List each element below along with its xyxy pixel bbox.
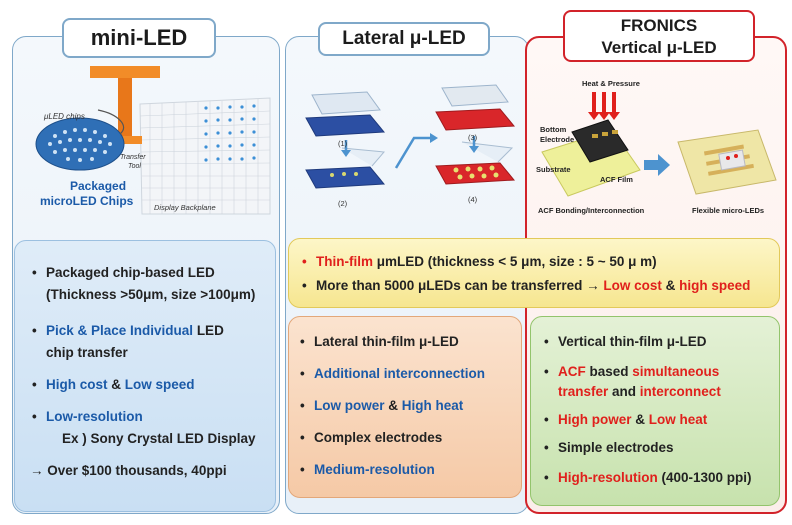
vertical-bullet-2: •ACF based simultaneous [544, 364, 720, 379]
acf-bonding-illustration [541, 92, 641, 197]
acf-bonding-caption: ACF Bonding/Interconnection [538, 206, 645, 215]
lateral-step-3 [435, 84, 516, 131]
arrow-to-flexible [644, 154, 670, 176]
mini-bullet-5: → Over $100 thousands, 40ppi [30, 463, 227, 478]
mini-bullet-1-sub: (Thickness >50μm, size >100μm) [46, 287, 256, 302]
vertical-features-box [530, 316, 780, 506]
lateral-step-2 [305, 147, 386, 189]
mini-bullet-2-sub: chip transfer [46, 345, 128, 360]
mini-bullet-2: •Pick & Place Individual LED [32, 323, 224, 338]
mini-led-features-box [14, 240, 276, 512]
acf-film-label: ACF Film [600, 175, 633, 184]
mini-led-figure: μLED chips Transfer Tool Packaged microL… [35, 66, 271, 215]
lateral-bullet-1: •Lateral thin-film μ-LED [300, 334, 459, 349]
vertical-bullet-1: •Vertical thin-film μ-LED [544, 334, 707, 349]
step-label-4: (4) [468, 195, 478, 204]
flexible-caption: Flexible micro-LEDs [692, 206, 764, 215]
lateral-led-title: Lateral μ-LED [318, 22, 490, 56]
vertical-led-title: FRONICS Vertical μ-LED [563, 10, 755, 62]
mini-bullet-3: •High cost & Low speed [32, 377, 195, 392]
step-label-2: (2) [338, 199, 348, 208]
tool-label-2: Tool [128, 163, 141, 170]
lateral-features-box [288, 316, 522, 498]
heat-label: Heat & Pressure [582, 79, 640, 88]
substrate-label: Substrate [536, 165, 571, 174]
lateral-step-4 [435, 141, 516, 185]
lateral-led-figure: (1) (2) (3) (4) [305, 84, 516, 208]
chips-label: μLED chips [43, 112, 85, 121]
lateral-bullet-3: •Low power & High heat [300, 398, 464, 413]
shared-line-2: •More than 5000 μLEDs can be transferred… [302, 278, 751, 293]
mini-bullet-4: •Low-resolution [32, 409, 143, 424]
backplane-label: Display Backplane [154, 203, 216, 212]
mini-led-title: mini-LED [62, 18, 216, 58]
bottom-electrode-label-1: Bottom [540, 125, 567, 134]
vertical-led-title-line2: Vertical μ-LED [601, 38, 717, 57]
lateral-step-1 [305, 91, 386, 137]
lateral-bullet-4: •Complex electrodes [300, 430, 443, 445]
vertical-bullet-5: •High-resolution (400-1300 ppi) [544, 470, 752, 485]
vertical-led-title-line1: FRONICS [620, 16, 698, 35]
display-backplane [139, 97, 271, 215]
tool-label-1: Transfer [120, 154, 146, 161]
lateral-bullet-5: •Medium-resolution [300, 462, 435, 477]
vertical-bullet-4: •Simple electrodes [544, 440, 674, 455]
packaged-label-2: microLED Chips [40, 194, 134, 208]
mini-bullet-4-sub: Ex ) Sony Crystal LED Display [62, 431, 256, 446]
bottom-electrode-label-2: Electrode [540, 135, 574, 144]
vertical-led-figure: Heat & Pressure Bottom Electrode Substra… [536, 79, 777, 215]
shared-line-1: •Thin-film μmLED (thickness < 5 μm, size… [302, 254, 657, 269]
packaged-label-1: Packaged [70, 179, 126, 193]
shared-thin-film-box [288, 238, 780, 308]
step-label-1: (1) [338, 139, 348, 148]
lateral-bullet-2: •Additional interconnection [300, 366, 485, 381]
mini-bullet-1: •Packaged chip-based LED [32, 265, 215, 280]
flexible-microled-illustration [677, 129, 777, 195]
step-label-3: (3) [468, 133, 478, 142]
vertical-bullet-2-sub: transfer and interconnect [558, 384, 721, 399]
packaged-chips-wafer [35, 109, 125, 171]
vertical-bullet-3: •High power & Low heat [544, 412, 708, 427]
